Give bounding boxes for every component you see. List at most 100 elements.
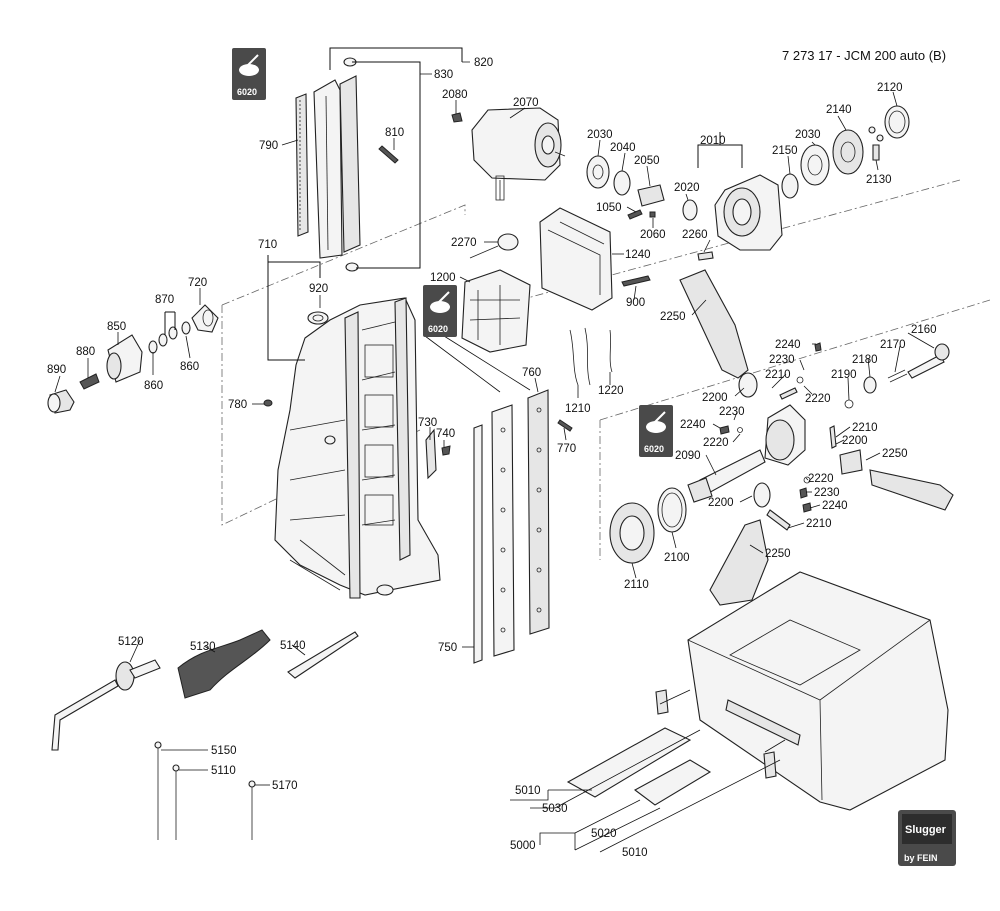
label-2200a: 2200 [702, 392, 728, 404]
accessories [51, 629, 359, 840]
label-780: 780 [228, 399, 247, 411]
label-5120: 5120 [118, 636, 144, 648]
svg-text:Slugger: Slugger [905, 824, 947, 836]
o-ring [307, 311, 329, 325]
label-2090: 2090 [675, 450, 701, 462]
label-5010b: 5010 [622, 847, 648, 859]
label-2240a: 2240 [775, 339, 801, 351]
label-2200b: 2200 [842, 435, 868, 447]
label-2110: 2110 [624, 579, 649, 591]
label-2020: 2020 [674, 182, 700, 194]
grease-badge-icon: 6020 [232, 48, 266, 100]
diagram-title: 7 273 17 - JCM 200 auto (B) [782, 48, 946, 63]
label-820: 820 [474, 57, 493, 69]
label-730: 730 [418, 417, 437, 429]
label-2250a: 2250 [660, 311, 686, 323]
label-5030: 5030 [542, 803, 568, 815]
label-2210c: 2210 [806, 518, 832, 530]
label-750: 750 [438, 642, 457, 654]
label-920: 920 [309, 283, 328, 295]
label-830: 830 [434, 69, 453, 81]
case-leader-lines [510, 689, 786, 853]
feed-shaft-parts [47, 304, 219, 414]
label-2230a: 2230 [769, 354, 795, 366]
label-2230b: 2230 [719, 406, 745, 418]
label-5020: 5020 [591, 828, 617, 840]
svg-text:6020: 6020 [644, 444, 664, 454]
label-2230c: 2230 [814, 487, 840, 499]
label-2210b: 2210 [852, 422, 878, 434]
label-2220b: 2220 [703, 437, 729, 449]
label-5110: 5110 [211, 765, 236, 777]
label-2220c: 2220 [808, 473, 834, 485]
label-1240: 1240 [625, 249, 651, 261]
rack-and-slide-group [295, 47, 463, 272]
label-2190: 2190 [831, 369, 857, 381]
label-2100: 2100 [664, 552, 690, 564]
label-2270: 2270 [451, 237, 477, 249]
label-2250c: 2250 [765, 548, 791, 560]
label-790: 790 [259, 140, 278, 152]
guide-rails [424, 335, 573, 664]
column-body [267, 255, 441, 599]
label-850: 850 [107, 321, 126, 333]
label-2010: 2010 [700, 135, 726, 147]
label-5130: 5130 [190, 641, 216, 653]
label-2030a: 2030 [587, 129, 613, 141]
label-2060: 2060 [640, 229, 666, 241]
label-2120: 2120 [877, 82, 903, 94]
part-labels: 820 830 810 790 710 720 920 870 850 880 … [47, 57, 937, 859]
grease-badge-icon: 6020 [423, 285, 457, 337]
label-2050: 2050 [634, 155, 660, 167]
label-2250b: 2250 [882, 448, 908, 460]
label-5000: 5000 [510, 840, 536, 852]
label-2240c: 2240 [822, 500, 848, 512]
label-2070: 2070 [513, 97, 539, 109]
label-860b: 860 [180, 361, 199, 373]
label-880: 880 [76, 346, 95, 358]
label-2260: 2260 [682, 229, 708, 241]
label-710: 710 [258, 239, 277, 251]
grease-badge-icon: 6020 [639, 405, 673, 457]
label-2200c: 2200 [708, 497, 734, 509]
label-5010a: 5010 [515, 785, 541, 797]
label-900: 900 [626, 297, 645, 309]
feed-hub-assembly [679, 269, 954, 606]
label-890: 890 [47, 364, 66, 376]
label-2220a: 2220 [805, 393, 831, 405]
label-740: 740 [436, 428, 455, 440]
lever-pin-parts [844, 343, 950, 409]
label-1050: 1050 [596, 202, 622, 214]
brand-logo: Slugger by FEIN [898, 810, 956, 866]
label-1200: 1200 [430, 272, 456, 284]
label-720: 720 [188, 277, 207, 289]
svg-text:by FEIN: by FEIN [904, 853, 938, 863]
label-760: 760 [522, 367, 541, 379]
label-2160: 2160 [911, 324, 937, 336]
label-2240b: 2240 [680, 419, 706, 431]
label-770: 770 [557, 443, 576, 455]
carrying-case [566, 571, 949, 811]
label-2030b: 2030 [795, 129, 821, 141]
svg-text:6020: 6020 [237, 87, 257, 97]
label-2040: 2040 [610, 142, 636, 154]
label-2130: 2130 [866, 174, 892, 186]
label-860a: 860 [144, 380, 163, 392]
label-1210: 1210 [565, 403, 591, 415]
svg-text:6020: 6020 [428, 324, 448, 334]
label-2170: 2170 [880, 339, 906, 351]
label-2140: 2140 [826, 104, 852, 116]
label-810: 810 [385, 127, 404, 139]
label-2210a: 2210 [765, 369, 791, 381]
leader-lines [54, 61, 935, 786]
label-2150: 2150 [772, 145, 798, 157]
label-5140: 5140 [280, 640, 306, 652]
control-electronics [461, 207, 651, 386]
label-2180: 2180 [852, 354, 878, 366]
label-1220: 1220 [598, 385, 624, 397]
label-2080: 2080 [442, 89, 468, 101]
label-5150: 5150 [211, 745, 237, 757]
label-870: 870 [155, 294, 174, 306]
label-5170: 5170 [272, 780, 298, 792]
